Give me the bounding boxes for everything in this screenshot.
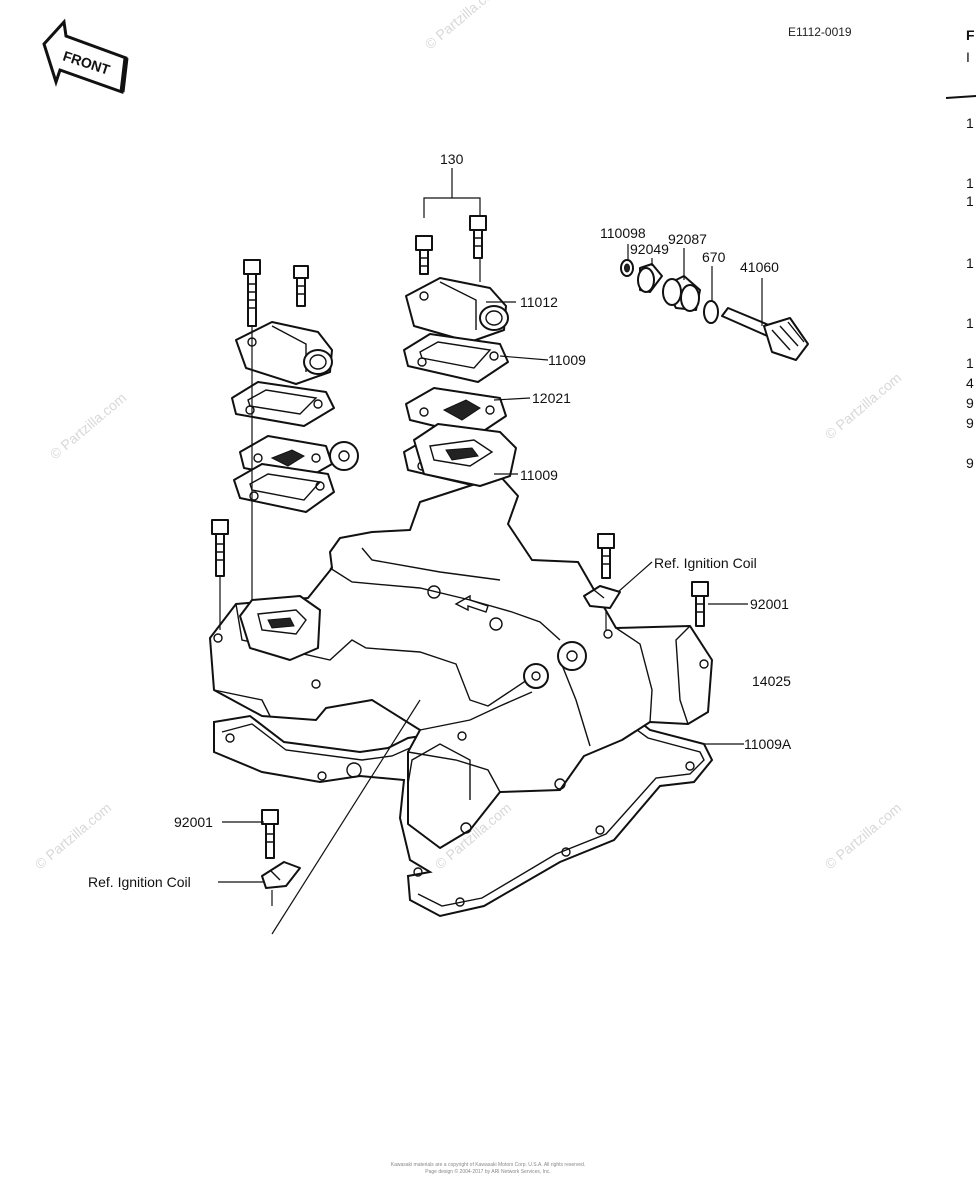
front-arrow-icon: FRONT (42, 18, 129, 95)
washer-icon (620, 259, 634, 277)
edge-fragment: 1 (966, 193, 974, 209)
callout-130: 130 (440, 151, 464, 167)
callout-14025: 14025 (752, 673, 791, 689)
callout-11009-top: 11009 (548, 352, 586, 368)
edge-fragment: I (966, 49, 970, 65)
bolt-icon (243, 259, 261, 327)
head-cover-gasket (213, 704, 714, 918)
bolt-icon (211, 519, 229, 577)
edge-fragment: 1 (966, 175, 974, 191)
ignition-coil-bracket-icon (583, 585, 621, 609)
gasket (403, 333, 509, 383)
drive-gear-shaft-icon (721, 307, 809, 361)
right-edge-fragments: F I 1 1 1 1 1 1 4 9 9 9 (945, 27, 976, 471)
edge-fragment: 1 (966, 115, 974, 131)
bolt-icon (469, 215, 487, 259)
callout-11012: 11012 (520, 294, 558, 310)
bolt-icon (691, 581, 709, 627)
callout-92001-left: 92001 (174, 814, 213, 830)
callout-110098: 110098 (600, 225, 646, 241)
watermark: © Partzilla.com (32, 799, 115, 872)
callout-41060: 41060 (740, 259, 779, 275)
watermark: © Partzilla.com (422, 0, 505, 52)
edge-fragment: 1 (966, 255, 974, 271)
edge-fragment: 1 (966, 315, 974, 331)
footer: Kawasaki materials are a copyright of Ka… (391, 1162, 586, 1175)
bolt-icon (261, 809, 279, 859)
watermark: © Partzilla.com (822, 369, 905, 442)
edge-fragment: 1 (966, 355, 974, 371)
edge-fragment: 9 (966, 415, 974, 431)
breather-cover (235, 321, 333, 385)
seal-icon (662, 275, 701, 312)
footer-page-design: Page design © 2004-2017 by ARI Network S… (425, 1168, 550, 1175)
callout-11009A: 11009A (744, 736, 792, 752)
edge-fragment: 4 (966, 375, 974, 391)
ignition-coil-bracket-icon (261, 861, 301, 889)
breather-cover (405, 277, 509, 343)
edge-fragment: F (966, 27, 975, 43)
bushing-icon (637, 263, 663, 293)
footer-copyright: Kawasaki materials are a copyright of Ka… (391, 1162, 586, 1168)
bolt-icon (415, 235, 433, 275)
o-ring-icon (703, 300, 719, 324)
gasket (231, 381, 335, 427)
callout-92049: 92049 (630, 241, 669, 257)
reed-plate (405, 387, 507, 437)
callout-12021: 12021 (532, 390, 571, 406)
watermark: © Partzilla.com (822, 799, 905, 872)
cylinder-head-cover (209, 423, 714, 918)
speedo-drive-parts (620, 259, 809, 361)
callouts: 11012 11009 12021 11009 110098 92049 920… (88, 225, 792, 890)
callout-670: 670 (702, 249, 726, 265)
center-breather-stack: 130 (403, 151, 509, 487)
left-breather-stack (231, 259, 335, 628)
bolt-icon (597, 533, 615, 579)
ref-ignition-coil-right: Ref. Ignition Coil (654, 555, 757, 571)
ref-ignition-coil-left: Ref. Ignition Coil (88, 874, 191, 890)
callout-11009-mid: 11009 (520, 467, 558, 483)
bolt-icon (293, 265, 309, 307)
callout-92087: 92087 (668, 231, 707, 247)
callout-92001-right: 92001 (750, 596, 789, 612)
edge-fragment: 9 (966, 395, 974, 411)
diagram-code: E1112-0019 (788, 25, 852, 39)
edge-fragment: 9 (966, 455, 974, 471)
watermark: © Partzilla.com (47, 389, 130, 462)
